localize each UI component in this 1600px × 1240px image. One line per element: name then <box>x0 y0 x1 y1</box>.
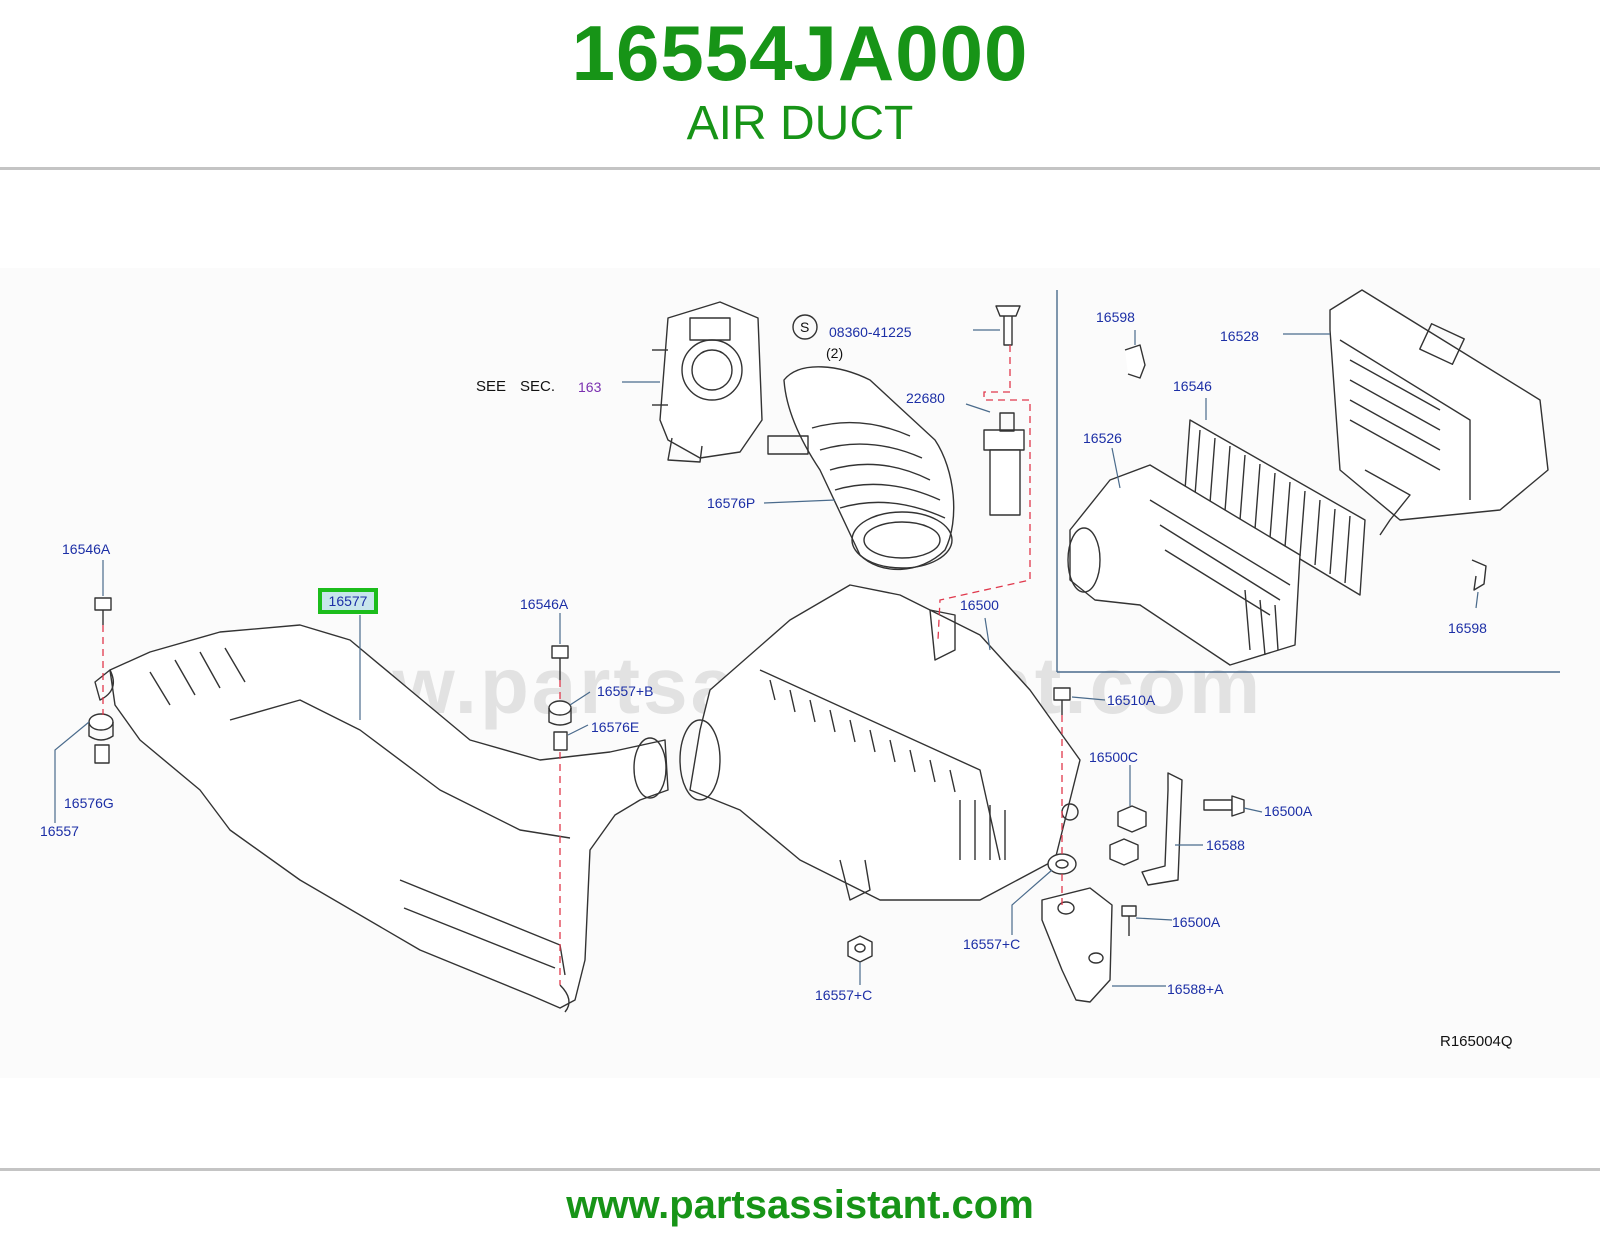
screw-symbol: S <box>800 319 810 335</box>
grommet-16557C-mid-drawing <box>1047 853 1077 875</box>
label-16500C[interactable]: 16500C <box>1089 749 1139 765</box>
grommet-16557C-bottom-drawing <box>847 935 873 963</box>
clip-16598-top-drawing <box>1124 344 1146 379</box>
bolt-16546A-left-drawing <box>94 597 112 625</box>
label-16576P[interactable]: 16576P <box>707 495 756 511</box>
label-16528[interactable]: 16528 <box>1220 328 1259 344</box>
air-cleaner-cover-drawing <box>1329 289 1549 536</box>
maf-sensor-drawing <box>983 305 1025 516</box>
label-16546A-mid[interactable]: 16546A <box>520 596 569 612</box>
nut-16500C-drawing <box>1109 805 1147 866</box>
label-08360-41225[interactable]: 08360-41225 <box>829 324 912 340</box>
diagram-reference-code: R165004Q <box>1440 1033 1513 1050</box>
bolt-16546A-mid-drawing <box>551 645 569 680</box>
clip-16598-right-drawing <box>1471 559 1487 591</box>
screw-quantity: (2) <box>826 345 844 361</box>
label-16588-plus-A[interactable]: 16588+A <box>1167 981 1224 997</box>
air-filter-element-drawing <box>1184 419 1366 596</box>
label-16546[interactable]: 16546 <box>1173 378 1212 394</box>
label-16557-plus-B[interactable]: 16557+B <box>597 683 654 699</box>
alignment-dashes <box>102 345 1063 985</box>
label-16598-right[interactable]: 16598 <box>1448 620 1487 636</box>
part-number-title: 16554JA000 <box>571 9 1029 97</box>
air-cleaner-lower-case-drawing <box>1067 464 1301 666</box>
see-word: SEE <box>476 378 507 395</box>
grommet-16557B-drawing <box>548 700 572 751</box>
throttle-body-drawing <box>652 301 763 463</box>
label-16557[interactable]: 16557 <box>40 823 79 839</box>
grommet-16557-left-drawing <box>88 713 114 764</box>
footer-website-link[interactable]: www.partsassistant.com <box>566 1183 1034 1227</box>
bracket-16588A-drawing <box>1041 887 1137 1003</box>
label-16588[interactable]: 16588 <box>1206 837 1245 853</box>
label-22680[interactable]: 22680 <box>906 390 945 406</box>
screw-symbol-circle <box>792 314 818 340</box>
sec-number-link[interactable]: 163 <box>578 379 602 395</box>
label-16526[interactable]: 16526 <box>1083 430 1122 446</box>
bolt-16500A-top-drawing <box>1203 795 1245 817</box>
bracket-16588-drawing <box>1141 772 1183 886</box>
label-16577-highlighted[interactable]: 16577 <box>318 588 378 614</box>
label-16576E[interactable]: 16576E <box>591 719 640 735</box>
sec-word: SEC. <box>520 378 556 395</box>
label-16500A-top[interactable]: 16500A <box>1264 803 1313 819</box>
label-16500A-bottom[interactable]: 16500A <box>1172 914 1221 930</box>
part-description: AIR DUCT <box>686 97 914 150</box>
header-divider <box>0 167 1600 170</box>
label-16598-top[interactable]: 16598 <box>1096 309 1135 325</box>
leader-lines <box>54 329 1479 987</box>
label-16576G[interactable]: 16576G <box>64 795 114 811</box>
label-16510A[interactable]: 16510A <box>1107 692 1156 708</box>
label-16546A-left[interactable]: 16546A <box>62 541 111 557</box>
intake-bellows-drawing <box>767 366 955 571</box>
label-16557-plus-C-mid[interactable]: 16557+C <box>963 936 1021 952</box>
footer-divider <box>0 1168 1600 1171</box>
air-cleaner-upper-case-drawing <box>679 584 1081 901</box>
label-16500[interactable]: 16500 <box>960 597 999 613</box>
label-16557-plus-C-bottom[interactable]: 16557+C <box>815 987 873 1003</box>
bolt-16510A-drawing <box>1053 687 1071 715</box>
air-duct-16577-drawing <box>94 624 669 1013</box>
